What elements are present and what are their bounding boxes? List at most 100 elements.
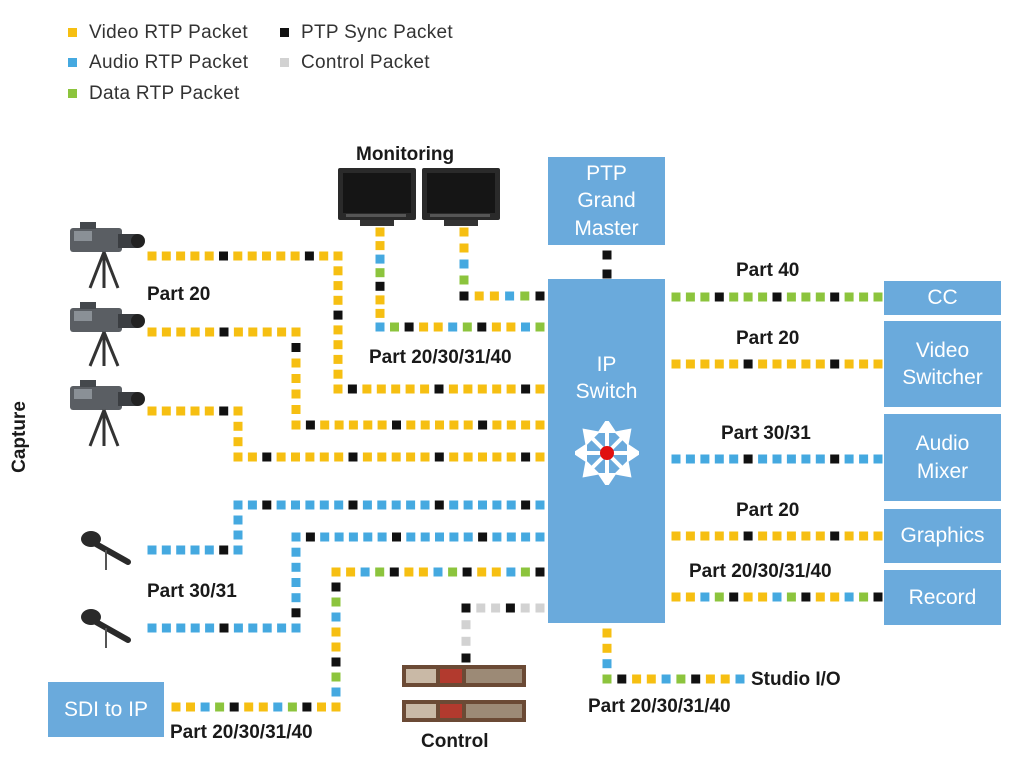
video-packet	[685, 531, 695, 541]
legend-item-ptp: PTP Sync Packet	[280, 22, 453, 44]
audio-packet	[714, 454, 724, 464]
audio-mixer-part-label: Part 30/31	[721, 423, 811, 444]
ip-switch-box: IP Switch	[548, 279, 665, 623]
ptp-packet	[873, 592, 883, 602]
audio-mixer-box: Audio Mixer	[884, 414, 1001, 501]
video-packet	[535, 452, 545, 462]
audio-packet	[786, 454, 796, 464]
sdi-part-label: Part 20/30/31/40	[170, 722, 313, 743]
video-packet	[247, 452, 257, 462]
audio-packet	[391, 500, 401, 510]
video-packet	[489, 291, 499, 301]
legend-item-control: Control Packet	[280, 52, 430, 74]
ptp-packet	[375, 281, 385, 291]
video-packet	[859, 531, 869, 541]
video-switcher-part-label: Part 20	[736, 328, 800, 349]
audio-packet	[459, 259, 469, 269]
video-packet	[685, 592, 695, 602]
ptp-packet	[714, 292, 724, 302]
ptp-packet	[505, 603, 515, 613]
video-packet	[161, 406, 171, 416]
audio-packet	[433, 567, 443, 577]
audio-packet	[348, 532, 358, 542]
ptp-packet	[602, 250, 612, 260]
video-packet	[334, 452, 344, 462]
video-packet	[233, 437, 243, 447]
video-packet	[291, 420, 301, 430]
audio-packet	[801, 454, 811, 464]
video-packet	[291, 358, 301, 368]
control-packet	[491, 603, 501, 613]
video-packet	[786, 531, 796, 541]
video-packet	[815, 531, 825, 541]
audio-packet	[363, 532, 373, 542]
audio-packet	[377, 532, 387, 542]
video-packet	[147, 327, 157, 337]
video-packet	[506, 384, 516, 394]
video-packet	[859, 359, 869, 369]
video-packet	[729, 531, 739, 541]
video-packet	[262, 251, 271, 261]
video-packet	[435, 420, 444, 430]
video-packet	[291, 452, 300, 462]
ptp-packet	[348, 452, 358, 462]
ptp-packet	[434, 384, 444, 394]
audio-packet	[233, 623, 243, 633]
ptp-packet	[478, 420, 488, 430]
rack-unit-icon	[402, 665, 526, 687]
video-packet	[205, 327, 215, 337]
data-packet	[859, 292, 869, 302]
audio-packet	[758, 454, 768, 464]
video-packet	[233, 327, 243, 337]
video-packet	[375, 308, 385, 318]
ptp-packet	[477, 322, 487, 332]
ptp-packet	[459, 291, 469, 301]
ptp-packet	[434, 452, 444, 462]
ptp-packet	[830, 292, 840, 302]
ptp-packet	[830, 454, 840, 464]
video-packet	[535, 384, 545, 394]
ptp-packet	[462, 567, 472, 577]
video-packet	[305, 452, 315, 462]
data-packet	[448, 567, 458, 577]
video-packet	[406, 420, 416, 430]
ptp-packet-swatch	[280, 28, 289, 37]
video-packet	[258, 702, 268, 712]
video-packet	[448, 384, 458, 394]
audio-packet	[844, 454, 854, 464]
video-packet	[247, 251, 257, 261]
ptp-packet	[389, 567, 399, 577]
video-packet	[671, 359, 681, 369]
audio-packet	[521, 532, 531, 542]
audio-packet	[147, 545, 157, 555]
ptp-packet	[478, 532, 488, 542]
control-label: Control	[421, 731, 489, 752]
audio-packet	[377, 500, 387, 510]
audio-packet	[406, 500, 416, 510]
audio-packet	[273, 702, 283, 712]
audio-packet	[277, 623, 287, 633]
video-packet	[786, 359, 796, 369]
audio-packet	[204, 545, 214, 555]
video-packet	[363, 420, 373, 430]
video-packet	[758, 531, 768, 541]
audio-packet	[291, 547, 301, 557]
microphone-icon	[81, 531, 131, 570]
ptp-packet	[461, 653, 471, 663]
video-packet	[459, 243, 469, 253]
ptp-grandmaster-box: PTP Grand Master	[548, 157, 665, 245]
data-packet	[520, 567, 530, 577]
video-packet	[362, 452, 372, 462]
video-packet	[333, 251, 343, 261]
data-packet	[786, 292, 796, 302]
video-packet	[720, 674, 730, 684]
data-packet	[459, 275, 469, 285]
video-packet	[463, 452, 473, 462]
sdi-to-ip-box: SDI to IP	[48, 682, 164, 737]
video-packet	[418, 567, 428, 577]
mics-part-label: Part 30/31	[147, 581, 237, 602]
camera-icon	[70, 222, 145, 289]
video-packet	[233, 421, 243, 431]
video-packet	[477, 567, 487, 577]
audio-packet	[291, 593, 301, 603]
